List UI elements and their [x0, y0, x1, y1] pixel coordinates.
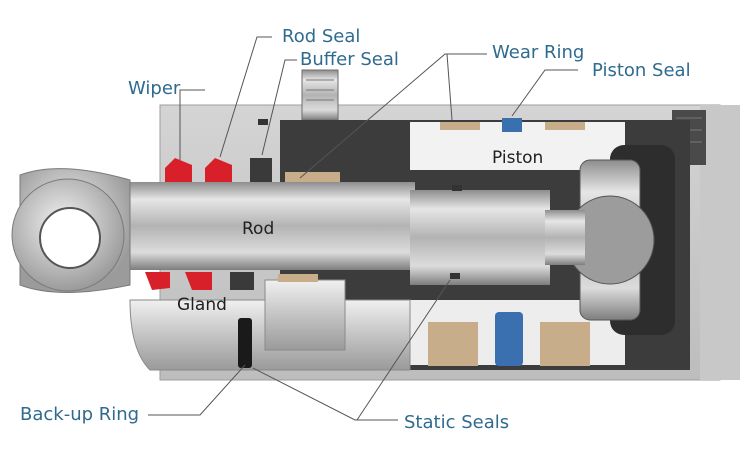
- gland-body: [129, 279, 411, 371]
- label-wear-ring: Wear Ring: [492, 42, 585, 63]
- upper-seals: [165, 158, 340, 182]
- leader-wear-ring-mid: [446, 53, 453, 121]
- rod-eye: [11, 168, 131, 293]
- lower-seals: [145, 272, 318, 290]
- label-buffer-seal: Buffer Seal: [300, 49, 399, 70]
- leader-wear-ring-left: [299, 53, 487, 179]
- rod-shaft: [115, 182, 585, 285]
- leader-backup-ring: [148, 364, 246, 416]
- leader-static-seal-left: [252, 367, 398, 421]
- leader-piston-seal: [511, 69, 578, 117]
- label-piston: Piston: [492, 148, 544, 168]
- label-static-seals: Static Seals: [404, 412, 510, 433]
- top-port-fitting: [301, 69, 339, 121]
- backup-ring-shape: [238, 318, 252, 368]
- leader-static-seal-right: [356, 279, 451, 421]
- leader-wiper: [179, 89, 205, 160]
- label-backup-ring: Back-up Ring: [20, 404, 140, 425]
- leader-lines: [148, 36, 578, 421]
- label-piston-seal: Piston Seal: [592, 60, 691, 81]
- label-rod-seal: Rod Seal: [282, 26, 361, 47]
- piston-rings: [258, 118, 590, 366]
- leader-rod-seal: [219, 36, 272, 158]
- label-wiper: Wiper: [128, 78, 181, 99]
- label-rod: Rod: [242, 219, 275, 239]
- leader-buffer-seal: [261, 59, 297, 156]
- label-gland: Gland: [177, 295, 227, 315]
